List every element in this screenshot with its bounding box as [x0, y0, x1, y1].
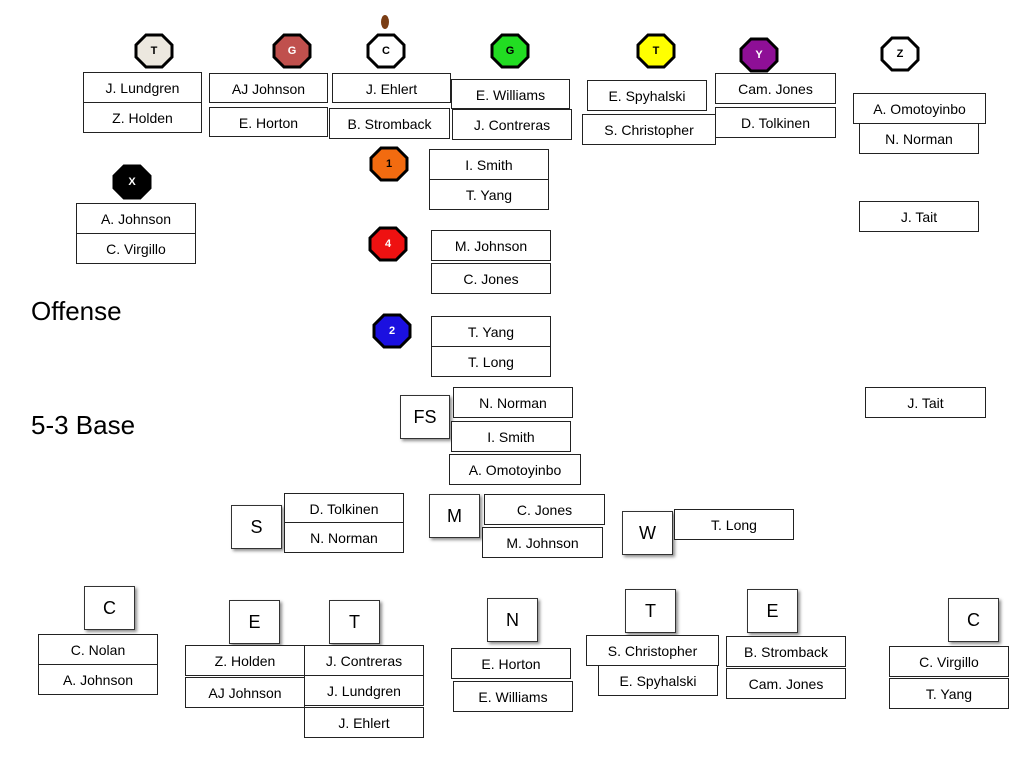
player-box: Cam. Jones [726, 668, 846, 699]
player-box: S. Christopher [582, 114, 716, 145]
defense-tackle-left-marker: T [329, 600, 380, 644]
offense-tackle-left-label: T [150, 45, 158, 57]
defense-corner-left-marker: C [84, 586, 135, 630]
player-box: N. Norman [284, 522, 404, 553]
player-box: A. Johnson [38, 664, 158, 695]
player-box: J. Ehlert [332, 73, 451, 103]
defense-m-marker: M [429, 494, 480, 538]
defense-w-marker: W [622, 511, 673, 555]
player-box: M. Johnson [431, 230, 551, 261]
offense-back-4-label: 4 [384, 238, 392, 250]
offense-back-2-label: 2 [388, 325, 396, 337]
player-box: C. Virgillo [889, 646, 1009, 677]
player-box: C. Jones [431, 263, 551, 294]
player-box: C. Nolan [38, 634, 158, 665]
defense-end-right-marker: E [747, 589, 798, 633]
player-box: J. Ehlert [304, 707, 424, 738]
defense-corner-right-marker: C [948, 598, 999, 642]
player-box: T. Yang [431, 316, 551, 347]
player-box: A. Omotoyinbo [449, 454, 581, 485]
player-box: J. Contreras [304, 645, 424, 676]
player-box: C. Jones [484, 494, 605, 525]
player-box: J. Tait [859, 201, 979, 232]
offense-heading: Offense [31, 296, 122, 326]
offense-back-2-marker: 2 [372, 313, 412, 349]
offense-x-marker: X [112, 164, 152, 200]
player-box: E. Horton [451, 648, 571, 679]
player-box: B. Stromback [329, 108, 450, 139]
player-box: J. Contreras [452, 109, 572, 140]
defense-end-left-marker: E [229, 600, 280, 644]
offense-center-marker: C [366, 33, 406, 69]
offense-z-label: Z [896, 48, 904, 60]
defense-fs-marker: FS [400, 395, 450, 439]
player-box: S. Christopher [586, 635, 719, 666]
player-box: Z. Holden [185, 645, 305, 676]
player-box: D. Tolkinen [715, 107, 836, 138]
player-box: J. Lundgren [83, 72, 202, 103]
offense-guard-right-label: G [505, 45, 515, 57]
player-box: D. Tolkinen [284, 493, 404, 524]
football-icon [381, 15, 389, 29]
player-box: I. Smith [429, 149, 549, 180]
offense-guard-right-marker: G [490, 33, 530, 69]
offense-back-1-label: 1 [385, 158, 393, 170]
player-box: B. Stromback [726, 636, 846, 667]
player-box: AJ Johnson [209, 73, 328, 103]
player-box: A. Johnson [76, 203, 196, 234]
offense-back-1-marker: 1 [369, 146, 409, 182]
player-box: J. Tait [865, 387, 986, 418]
player-box: E. Horton [209, 107, 328, 137]
player-box: E. Williams [453, 681, 573, 712]
player-box: T. Yang [429, 179, 549, 210]
defense-tackle-right-marker: T [625, 589, 676, 633]
player-box: A. Omotoyinbo [853, 93, 986, 124]
player-box: T. Long [674, 509, 794, 540]
offense-y-marker: Y [739, 37, 779, 73]
player-box: J. Lundgren [304, 675, 424, 706]
player-box: N. Norman [453, 387, 573, 418]
offense-center-label: C [382, 45, 390, 57]
player-box: I. Smith [451, 421, 571, 452]
player-box: E. Spyhalski [598, 665, 718, 696]
offense-guard-left-label: G [287, 45, 297, 57]
defense-s-marker: S [231, 505, 282, 549]
offense-back-4-marker: 4 [368, 226, 408, 262]
offense-x-label: X [128, 176, 136, 188]
offense-tackle-left-marker: T [134, 33, 174, 69]
player-box: M. Johnson [482, 527, 603, 558]
defense-heading: 5-3 Base [31, 410, 136, 440]
player-box: Z. Holden [83, 102, 202, 133]
offense-y-label: Y [755, 49, 763, 61]
player-box: C. Virgillo [76, 233, 196, 264]
player-box: T. Long [431, 346, 551, 377]
player-box: E. Williams [451, 79, 570, 109]
player-box: N. Norman [859, 123, 979, 154]
offense-guard-left-marker: G [272, 33, 312, 69]
player-box: T. Yang [889, 678, 1009, 709]
offense-tackle-right-marker: T [636, 33, 676, 69]
offense-tackle-right-label: T [652, 45, 660, 57]
player-box: E. Spyhalski [587, 80, 707, 111]
player-box: Cam. Jones [715, 73, 836, 104]
offense-z-marker: Z [880, 36, 920, 72]
defense-nose-marker: N [487, 598, 538, 642]
player-box: AJ Johnson [185, 677, 305, 708]
